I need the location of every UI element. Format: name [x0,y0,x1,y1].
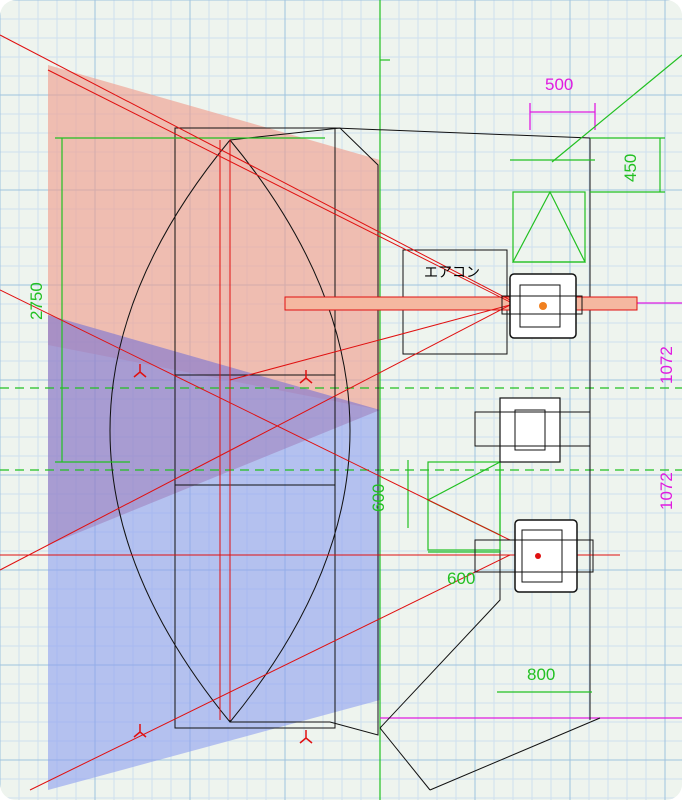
dim-450: 450 [621,154,640,182]
red-sight-lines [0,34,620,791]
green-triangle-top [512,190,586,263]
camera-lens [539,302,547,310]
camera-unit-icon[interactable] [474,397,591,463]
tripod-markers [133,364,313,744]
camera-rail [474,539,594,573]
sight-line-1 [0,34,511,301]
coverage-overlap-purple [48,315,380,545]
camera-rail [474,411,591,447]
tripod-marker-icon [133,724,147,738]
sight-line-4 [0,304,511,571]
sight-line-3 [0,289,511,541]
floor-line-2 [429,717,601,791]
sight-line-2 [47,69,511,303]
mid-rect [174,374,336,486]
dim-600-horizontal: 600 [447,569,475,588]
dim-1072-lower: 1072 [657,472,676,510]
dim-500: 500 [545,75,573,94]
green-shapes [55,54,682,693]
sight-line-6 [29,554,511,791]
sight-line-5 [229,304,511,381]
tripod-marker-icon [299,370,313,384]
dim-1072-upper: 1072 [657,346,676,384]
camera-rail [501,295,583,315]
camera-inner [521,529,563,583]
arc-right [229,139,351,723]
dim-800: 800 [527,665,555,684]
green-box-mid [427,461,501,551]
beam-bar [284,296,638,311]
dim-2750: 2750 [27,282,46,320]
camera-body [499,397,561,463]
camera-lens [535,553,541,559]
coverage-region-salmon [48,65,380,410]
leader-arrow [551,54,682,163]
aircon-label: エアコン [424,265,480,281]
camera-inner [519,284,561,328]
camera-body [514,519,578,593]
camera-unit-icon[interactable] [474,519,594,593]
camera-inner [514,409,546,451]
tripod-marker-icon [133,364,147,378]
camera-unit-icon[interactable] [501,273,583,339]
coverage-region-blue [48,315,380,790]
dim-600-vertical: 600 [369,484,388,512]
tripod-marker-icon [299,730,313,744]
floor-line-1 [379,727,431,791]
arc-left [109,139,231,723]
